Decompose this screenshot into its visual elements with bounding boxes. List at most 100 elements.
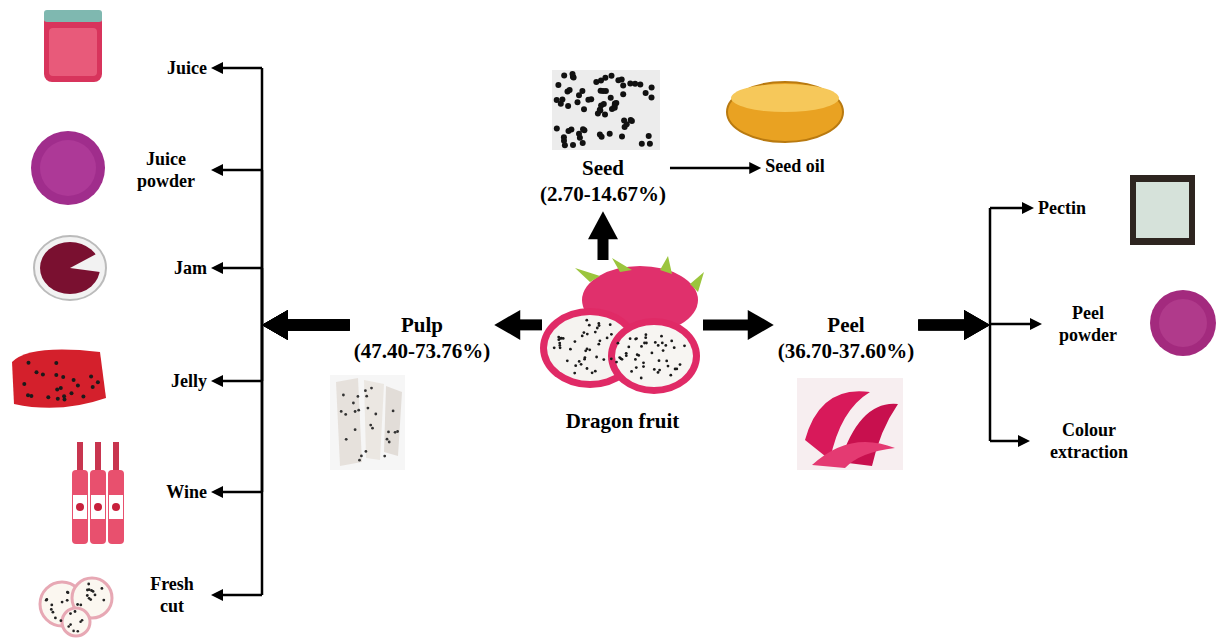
node-label: Jam	[174, 257, 207, 280]
seed-photo-part-part	[624, 121, 630, 127]
dragon-fruit-photo-part-part	[597, 322, 600, 325]
dragon-fruit-photo-part-part	[586, 333, 589, 336]
pulp-photo-part-part	[394, 431, 397, 434]
fresh-cut-slices-part-part	[81, 619, 84, 622]
juice-jar-part	[44, 10, 102, 22]
arrow-shaft	[597, 238, 608, 260]
flow-arrow	[918, 310, 1042, 340]
pulp-photo-part-part	[354, 410, 357, 413]
dragon-fruit-photo-part-part	[662, 349, 665, 352]
juice-powder	[31, 131, 105, 205]
jelly-piece-part-part	[81, 395, 85, 399]
fresh-cut-slices-part-part	[54, 617, 57, 620]
wine-bottles-part	[77, 442, 83, 472]
product-label: Colour extraction	[1034, 419, 1144, 464]
dragon-fruit-photo-part-part	[583, 358, 586, 361]
pulp-photo-part-part	[344, 413, 347, 416]
dragon-fruit-photo-part-part	[683, 344, 686, 347]
dragon-fruit-photo-part-part	[621, 358, 624, 361]
pulp-photo-part	[340, 387, 399, 462]
pulp-photo-part-part	[392, 410, 395, 413]
product-label: Fresh cut	[137, 573, 207, 618]
wine-bottles	[72, 442, 124, 544]
fresh-cut-slices-part-part	[61, 601, 64, 604]
node-label: Pulp	[354, 312, 490, 338]
jam-bowl-part	[34, 236, 106, 300]
arrow-shaft	[670, 167, 750, 170]
dragon-fruit-photo-part-part	[585, 319, 588, 322]
pectin-photo	[1130, 175, 1195, 245]
juice-powder-part	[31, 131, 105, 205]
pulp-photo-part-part	[357, 395, 360, 398]
pulp-photo-part	[364, 380, 384, 460]
seed-photo-part-part	[607, 131, 613, 137]
dragon-fruit-photo-part-part	[591, 371, 594, 374]
node-label: Seed	[540, 155, 666, 181]
wine-bottles-part	[76, 503, 84, 511]
arrow-head	[1018, 435, 1030, 447]
dragon-fruit-photo-part-part	[553, 346, 556, 349]
seed-photo-part-part	[554, 126, 560, 132]
seed-oil-bowl-part	[727, 82, 843, 142]
seed-photo-part-part	[555, 82, 561, 88]
dragon-fruit-photo-part-part	[625, 352, 628, 355]
jelly-piece-part-part	[26, 393, 30, 397]
pulp-photo-part	[330, 375, 405, 470]
fresh-cut-slices-part-part	[94, 594, 97, 597]
node-label: Seed oil	[765, 155, 825, 178]
jelly-piece-part-part	[59, 386, 63, 390]
arrow-head	[964, 310, 990, 340]
pulp-photo-part-part	[365, 450, 368, 453]
seed-photo-part-part	[593, 79, 599, 85]
fresh-cut-slices-part-part	[45, 598, 48, 601]
dragon-fruit-photo-part-part	[654, 341, 657, 344]
jelly-piece-part-part	[62, 394, 66, 398]
fresh-cut-slices-part-part	[67, 625, 70, 628]
trunk-shaft	[286, 319, 350, 330]
seed-photo-part-part	[600, 88, 606, 94]
dragon-fruit-photo-part-part	[594, 370, 597, 373]
seed-photo-part	[554, 71, 655, 148]
pulp-photo-part-part	[367, 407, 370, 410]
node-label: Juice	[167, 57, 207, 80]
seed-photo-part-part	[575, 99, 581, 105]
percentage-label: (47.40-73.76%)	[354, 338, 490, 364]
pulp-photo-part-part	[340, 410, 343, 413]
jelly-piece-part-part	[22, 382, 26, 386]
arrow-shaft	[990, 440, 1019, 443]
fresh-cut-slices-part-part	[66, 591, 69, 594]
fresh-cut-slices-part-part	[52, 611, 55, 614]
seed-photo-part-part	[647, 141, 653, 147]
dragon-fruit-photo-part-part	[595, 356, 598, 359]
wine-bottles-part	[72, 470, 88, 544]
dragon-fruit-photo-part-part	[574, 340, 577, 343]
product-label: Peel(36.70-37.60%)	[778, 312, 914, 365]
arrow-head	[262, 310, 288, 340]
dragon-fruit-photo-part-part	[562, 337, 565, 340]
fresh-cut-slices-part-part	[50, 604, 53, 607]
pulp-photo-part-part	[365, 395, 368, 398]
jam-bowl	[34, 236, 106, 300]
pulp-photo-part-part	[357, 409, 360, 412]
pulp-photo-part-part	[374, 413, 377, 416]
jelly-piece-part-part	[70, 391, 74, 395]
wine-bottles-part	[95, 442, 101, 472]
seed-photo-part-part	[565, 103, 571, 109]
dragon-fruit-photo-part-part	[610, 333, 613, 336]
arrow-head	[1022, 202, 1034, 214]
flow-arrow	[211, 62, 350, 340]
bracket-line	[989, 325, 992, 441]
jelly-piece	[12, 350, 106, 408]
seed-photo-part-part	[602, 75, 608, 81]
fresh-cut-slices-part-part	[60, 619, 63, 622]
peel-powder-part	[1159, 299, 1207, 347]
fresh-cut-slices-part-part	[102, 599, 105, 602]
dragon-fruit-photo-part-part	[670, 340, 673, 343]
dragon-fruit-photo-part-part	[667, 365, 670, 368]
fresh-cut-slices-part-part	[69, 612, 72, 615]
seed-photo-part-part	[649, 85, 655, 91]
pulp-photo-part-part	[369, 424, 372, 427]
seed-photo-part-part	[580, 140, 586, 146]
pulp-photo-part	[336, 378, 362, 466]
